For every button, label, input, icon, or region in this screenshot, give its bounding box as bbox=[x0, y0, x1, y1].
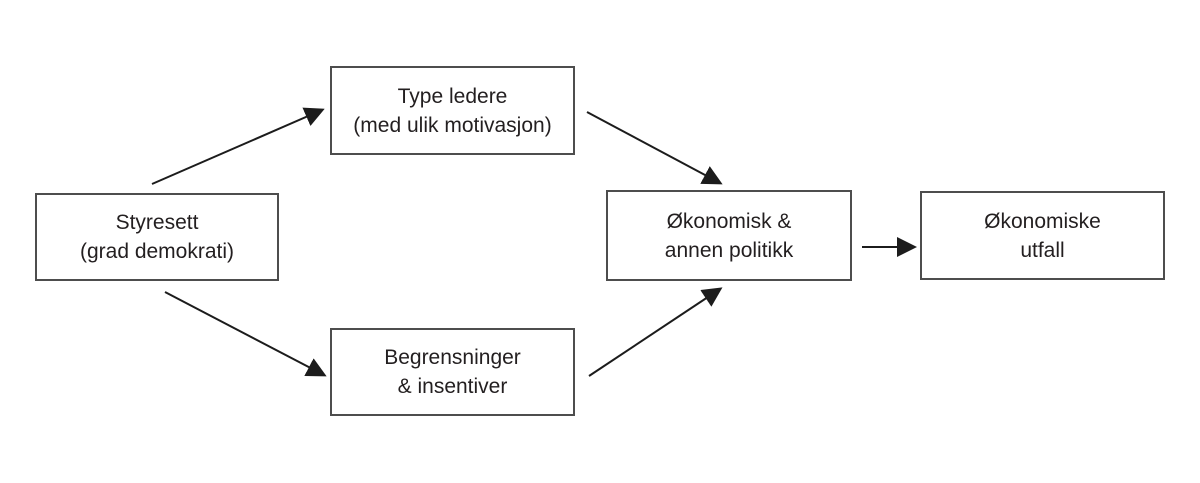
node-type-ledere: Type ledere (med ulik motivasjon) bbox=[330, 66, 575, 155]
node-politikk-line1: Økonomisk & bbox=[666, 209, 792, 233]
node-utfall: Økonomiske utfall bbox=[920, 191, 1165, 280]
node-politikk: Økonomisk & annen politikk bbox=[606, 190, 852, 281]
arrow-type-ledere-to-politikk bbox=[586, 111, 723, 185]
node-styresett-line1: Styresett bbox=[115, 211, 199, 234]
node-politikk-line2: annen politikk bbox=[664, 238, 794, 262]
node-begrensninger-line2: & insentiver bbox=[397, 375, 508, 398]
node-begrensninger: Begrensninger & insentiver bbox=[330, 328, 575, 416]
arrow-begrensninger-to-politikk bbox=[588, 287, 723, 377]
node-utfall-line1: Økonomiske bbox=[984, 209, 1101, 233]
arrow-styresett-to-begrensninger bbox=[164, 291, 327, 377]
node-begrensninger-line1: Begrensninger bbox=[384, 346, 521, 369]
node-styresett: Styresett (grad demokrati) bbox=[35, 193, 279, 281]
node-type-ledere-line2: (med ulik motivasjon) bbox=[353, 113, 552, 137]
arrow-styresett-to-type-ledere bbox=[151, 107, 325, 185]
node-type-ledere-line1: Type ledere bbox=[397, 84, 508, 108]
node-styresett-line2: (grad demokrati) bbox=[79, 240, 235, 263]
node-utfall-line2: utfall bbox=[1020, 238, 1065, 262]
